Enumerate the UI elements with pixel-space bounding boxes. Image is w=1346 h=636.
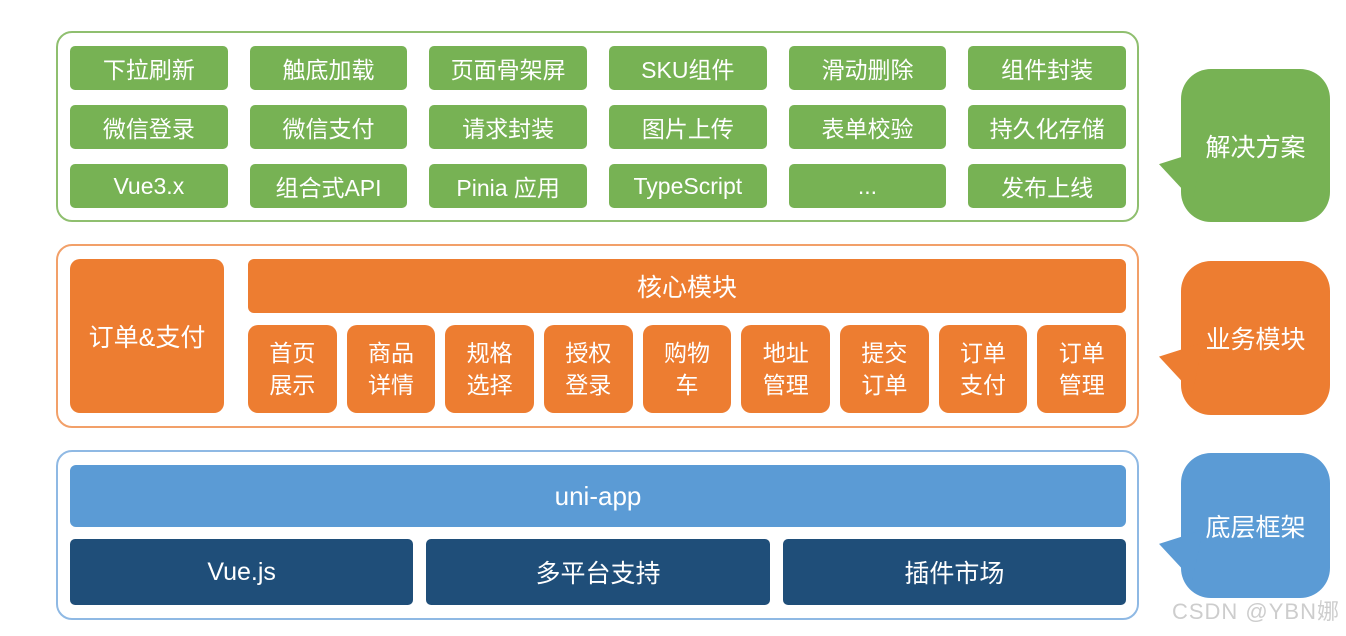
- solution-item-label: 触底加载: [282, 57, 375, 83]
- core-module-item: 授权登录: [544, 325, 633, 413]
- core-modules-area: 核心模块 首页展示 商品详情 规格选择 授权登录: [248, 259, 1127, 413]
- solution-item-label: TypeScript: [633, 172, 743, 199]
- solution-item: Vue3.x: [70, 164, 228, 208]
- solution-item: 触底加载: [249, 46, 408, 90]
- core-module-item: 提交订单: [840, 325, 929, 413]
- solution-item-label: 图片上传: [641, 116, 734, 142]
- solution-item-label: 组合式API: [275, 175, 382, 201]
- solution-item: 图片上传: [609, 105, 767, 149]
- solution-item-label: 发布上线: [1001, 175, 1094, 201]
- solution-item-label: Vue3.x: [113, 172, 185, 199]
- core-module-item: 订单支付: [938, 325, 1028, 413]
- solution-item: 滑动删除: [788, 46, 947, 90]
- solution-item: 组件封装: [968, 46, 1126, 90]
- solution-item: 请求封装: [429, 105, 587, 149]
- solution-item-label: 下拉刷新: [102, 57, 195, 83]
- solutions-section: 下拉刷新 触底加载 页面骨架屏 SKU组件 滑动删除 组件封装 微信登录: [56, 31, 1139, 222]
- core-module-item-label: 订单支付: [960, 339, 1007, 398]
- core-module-item-label: 订单管理: [1058, 339, 1105, 398]
- framework-item-label: Vue.js: [207, 557, 276, 586]
- core-module-item-label: 购物车: [664, 339, 711, 398]
- solution-item: 下拉刷新: [70, 46, 228, 90]
- core-module-item: 规格选择: [445, 325, 535, 413]
- solution-item: 表单校验: [788, 105, 947, 149]
- solution-item-label: 滑动删除: [821, 57, 914, 83]
- core-module-item: 购物车: [642, 325, 732, 413]
- solution-item: ...: [788, 164, 947, 208]
- solution-item: 持久化存储: [968, 105, 1126, 149]
- framework-item: 多平台支持: [426, 539, 770, 605]
- core-module-item-label: 地址管理: [762, 339, 809, 398]
- solution-item-label: ...: [857, 172, 878, 199]
- order-pay-module: 订单&支付: [70, 259, 224, 413]
- framework-section: uni-app Vue.js 多平台支持 插件市场: [56, 450, 1139, 620]
- solution-item: Pinia 应用: [429, 164, 587, 208]
- solution-item: TypeScript: [609, 164, 767, 208]
- core-module-item: 地址管理: [741, 325, 831, 413]
- framework-item: Vue.js: [70, 539, 414, 605]
- solution-item: 发布上线: [968, 164, 1126, 208]
- core-module-item-label: 授权登录: [565, 339, 612, 398]
- solution-item: 微信登录: [70, 105, 228, 149]
- solutions-callout-bubble: 解决方案: [1181, 69, 1330, 222]
- framework-row: Vue.js 多平台支持 插件市场: [70, 539, 1126, 605]
- core-module-item-label: 首页展示: [269, 339, 316, 398]
- solution-item: 组合式API: [249, 164, 408, 208]
- solution-item-label: Pinia 应用: [456, 175, 560, 201]
- solution-item: SKU组件: [609, 46, 767, 90]
- core-module-row: 首页展示 商品详情 规格选择 授权登录 购物车: [248, 325, 1127, 413]
- core-module-header: 核心模块: [248, 259, 1126, 313]
- business-callout-bubble: 业务模块: [1181, 261, 1330, 415]
- core-module-item: 商品详情: [346, 325, 436, 413]
- core-module-item: 订单管理: [1037, 325, 1127, 413]
- core-module-item-label: 规格选择: [466, 339, 513, 398]
- core-module-item: 首页展示: [248, 325, 337, 413]
- solution-item-label: SKU组件: [641, 57, 735, 83]
- solution-item-label: 页面骨架屏: [450, 57, 566, 83]
- solution-item-label: 持久化存储: [989, 116, 1105, 142]
- business-section: 订单&支付 核心模块 首页展示 商品详情 规格选择: [56, 244, 1139, 428]
- solution-item-label: 表单校验: [821, 116, 914, 142]
- framework-callout-bubble: 底层框架: [1181, 453, 1330, 598]
- solution-item-label: 微信登录: [102, 116, 195, 142]
- framework-item-label: 插件市场: [904, 560, 1005, 588]
- core-module-item-label: 提交订单: [861, 339, 908, 398]
- watermark: CSDN @YBN娜: [1171, 599, 1340, 624]
- solution-item-label: 组件封装: [1001, 57, 1094, 83]
- framework-item-label: 多平台支持: [535, 560, 661, 588]
- solution-item-label: 请求封装: [462, 116, 555, 142]
- solution-item: 页面骨架屏: [429, 46, 587, 90]
- core-module-item-label: 商品详情: [368, 339, 414, 398]
- framework-item: 插件市场: [782, 539, 1126, 605]
- solution-item: 微信支付: [249, 105, 408, 149]
- uniapp-header: uni-app: [70, 465, 1126, 527]
- solution-item-label: 微信支付: [282, 116, 375, 142]
